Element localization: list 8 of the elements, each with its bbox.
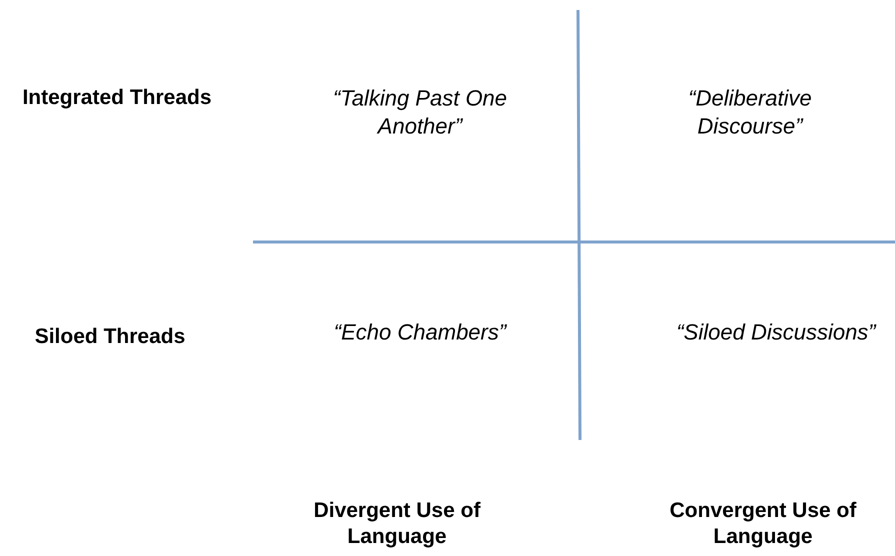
quadrant-label: “Talking Past One Another” (332, 84, 508, 140)
column-header: Convergent Use of Language (668, 498, 858, 550)
row-header: Integrated Threads (21, 84, 213, 111)
quadrant-label: “Echo Chambers” (332, 318, 508, 346)
column-header: Divergent Use of Language (312, 498, 482, 550)
quadrant-label: “Deliberative Discourse” (687, 84, 813, 140)
row-header: Siloed Threads (34, 324, 186, 350)
quadrant-label: “Siloed Discussions” (675, 318, 878, 346)
